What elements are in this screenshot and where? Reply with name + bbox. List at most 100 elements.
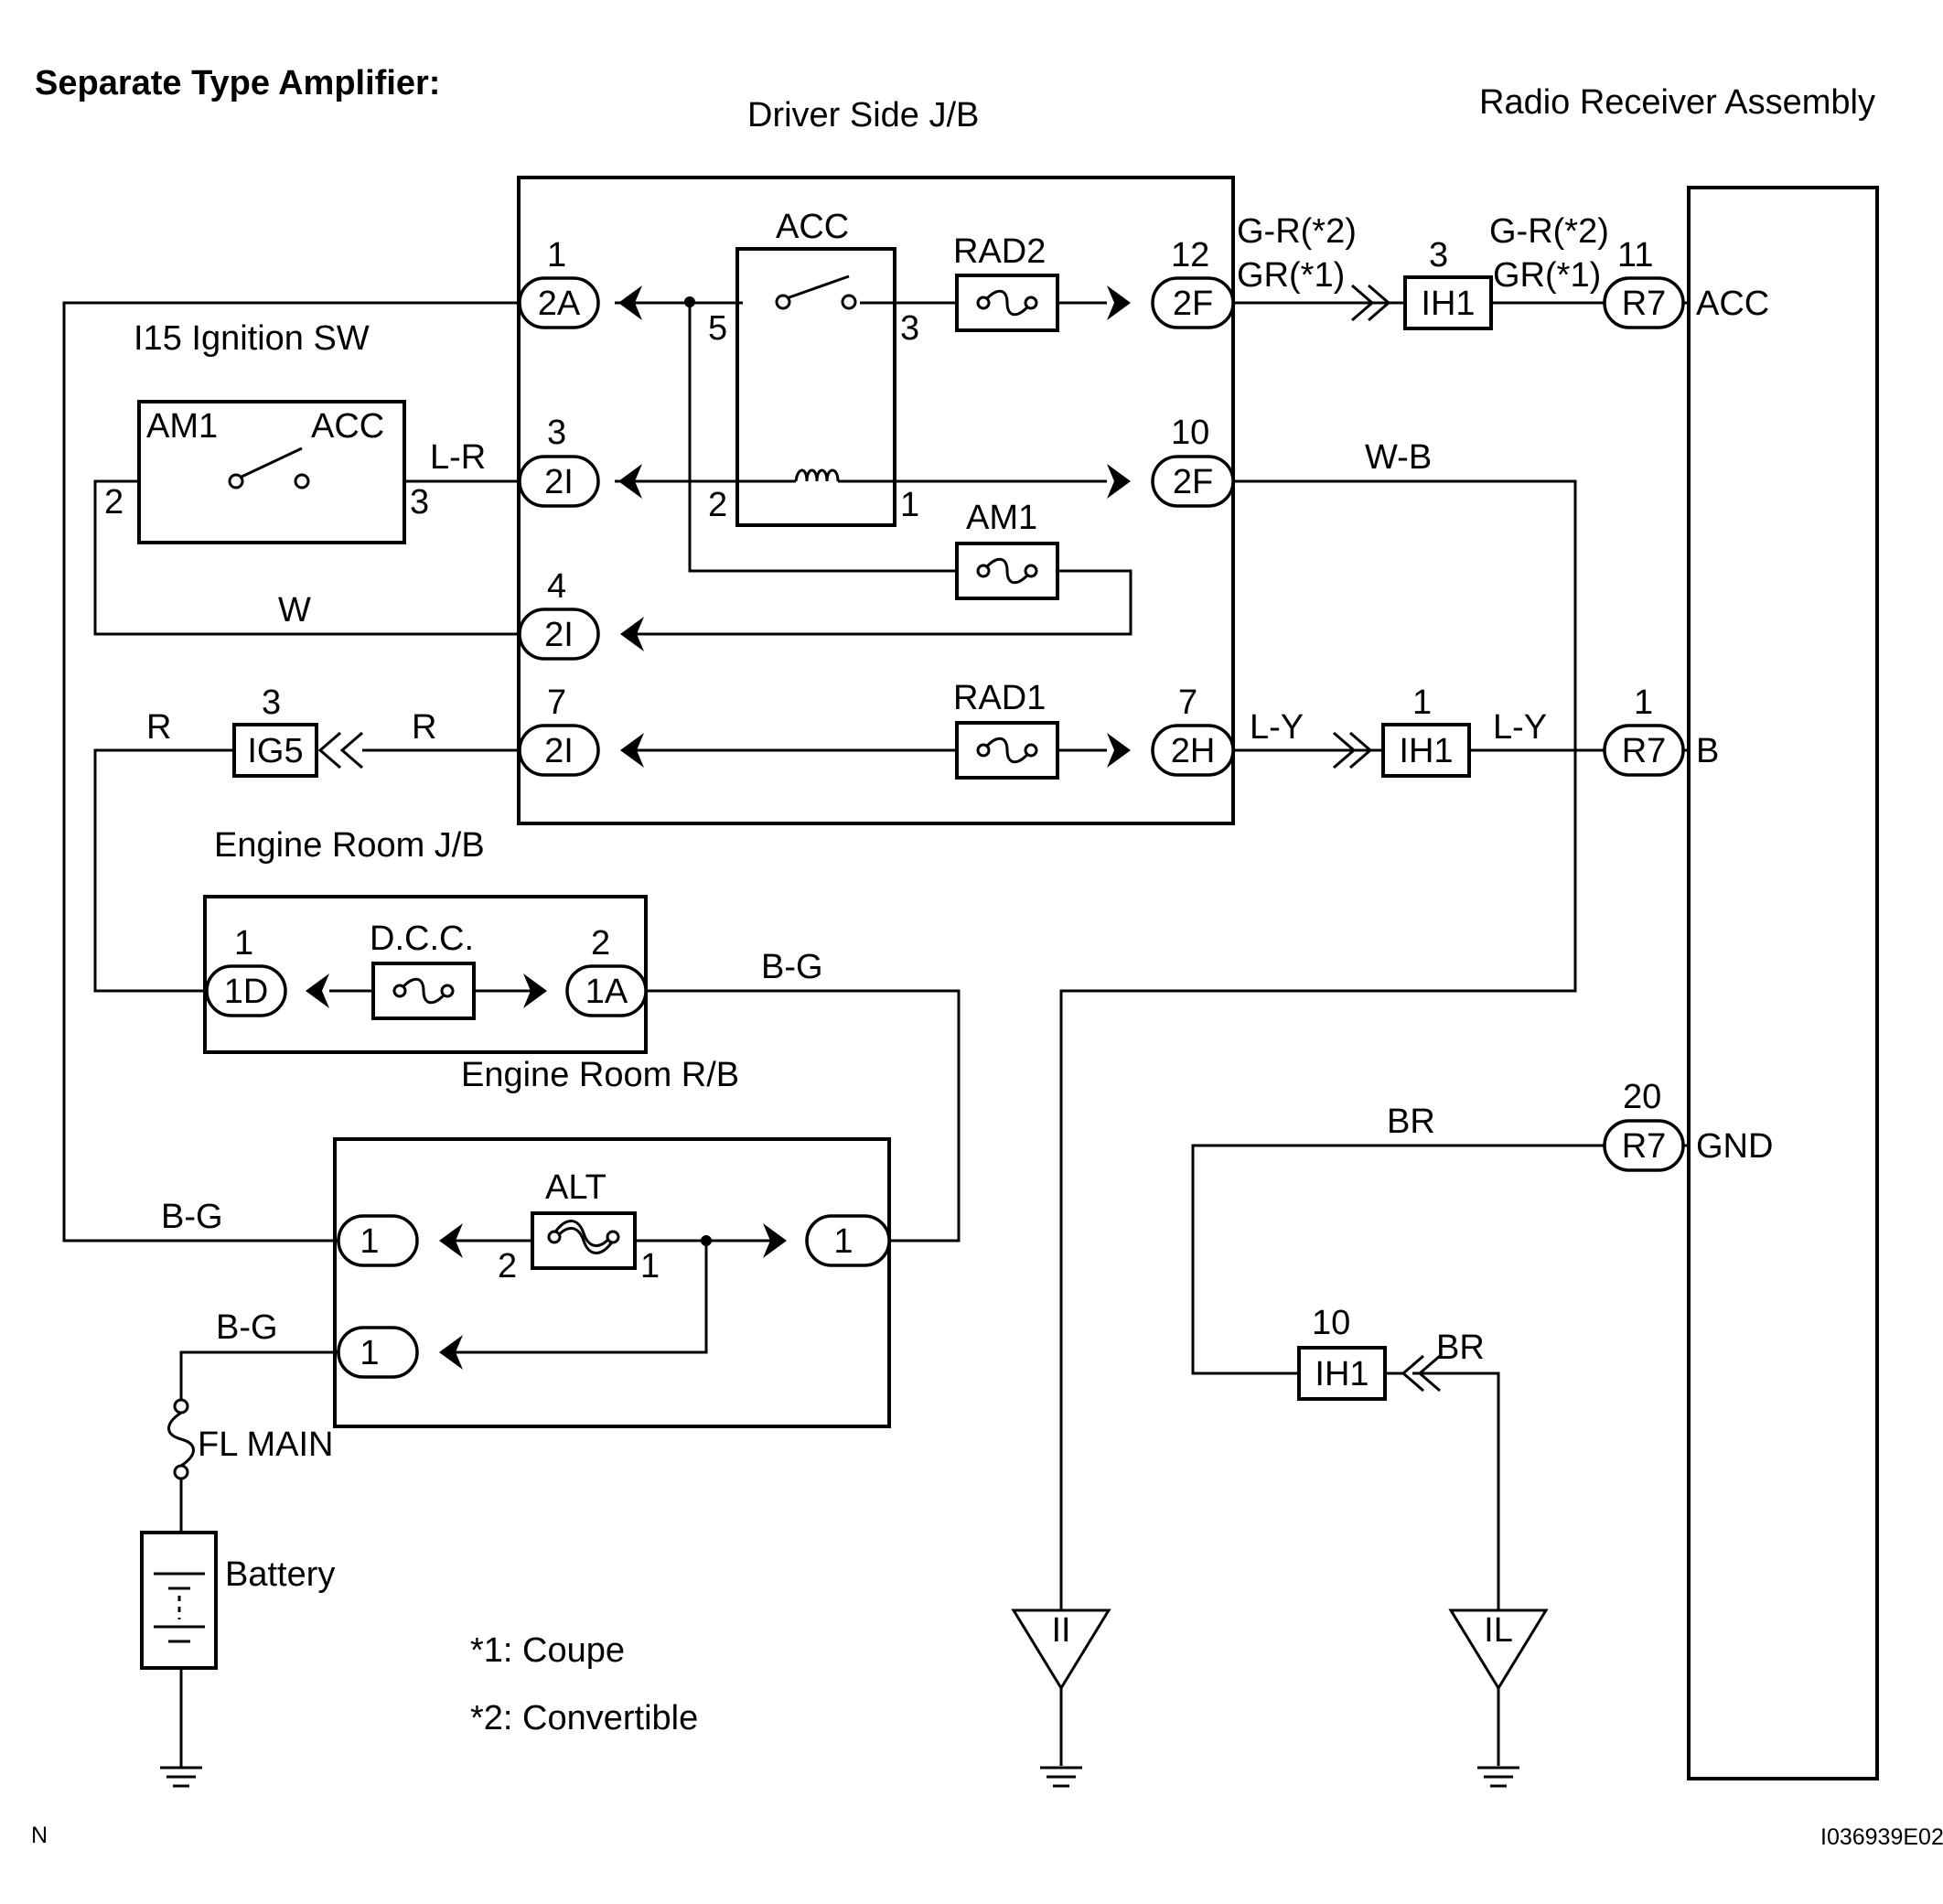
wire-label-ly-right: L-Y bbox=[1493, 708, 1547, 747]
connector-arrow bbox=[763, 1223, 787, 1258]
am1-fuse-label: AM1 bbox=[966, 499, 1037, 537]
ign-am1-label: AM1 bbox=[146, 407, 218, 446]
wire-br-top bbox=[1191, 1144, 1605, 1375]
fl-main-label: FL MAIN bbox=[198, 1425, 334, 1464]
fl-main-icon bbox=[167, 1411, 195, 1468]
connector-2i-7-label: 2I bbox=[544, 732, 574, 770]
relay-pin-2: 2 bbox=[708, 486, 727, 524]
connector-2a bbox=[518, 276, 600, 329]
wire-bg-right bbox=[646, 989, 961, 1242]
ign-switch-blade bbox=[239, 446, 303, 479]
rad2-fuse-box bbox=[955, 274, 1059, 332]
pin-2f-10: 10 bbox=[1171, 414, 1209, 452]
connector-rb-left-bottom-label: 1 bbox=[360, 1334, 379, 1372]
ground-icon-antenna-right bbox=[1476, 1766, 1521, 1788]
wire-label-r-left: R bbox=[146, 708, 171, 747]
wire-w bbox=[93, 479, 520, 636]
connector-ih1-top-label: IH1 bbox=[1421, 285, 1475, 323]
wire-label-bg-low: B-G bbox=[216, 1308, 278, 1347]
pin-2h-7: 7 bbox=[1178, 683, 1197, 722]
relay-contact-right bbox=[841, 294, 857, 310]
relay-pin-1: 1 bbox=[900, 486, 919, 524]
radio-receiver-label: Radio Receiver Assembly bbox=[1479, 83, 1875, 122]
relay-pin-5: 5 bbox=[708, 309, 727, 348]
wire-ign-to-ab bbox=[62, 301, 520, 1242]
wire-label-w: W bbox=[278, 591, 311, 629]
am1-fuse-icon bbox=[976, 557, 1038, 585]
wire-alt-lower bbox=[448, 1241, 708, 1354]
connector-rb-left-bottom bbox=[337, 1326, 419, 1379]
connector-arrow bbox=[439, 1335, 463, 1370]
alt-pin-2: 2 bbox=[498, 1247, 517, 1285]
radio-receiver-box bbox=[1687, 186, 1879, 1780]
connector-2f-12-label: 2F bbox=[1173, 285, 1213, 323]
ign-pin-2: 2 bbox=[104, 483, 123, 522]
connector-2i-7 bbox=[518, 724, 600, 777]
engine-room-rb-box bbox=[333, 1137, 891, 1428]
connector-arrow bbox=[1107, 733, 1131, 768]
wire-label-gr1-left: GR(*1) bbox=[1237, 256, 1345, 295]
wire-label-br-bottom: BR bbox=[1436, 1328, 1485, 1367]
connector-rb-right-label: 1 bbox=[833, 1222, 853, 1261]
connector-r7-gnd bbox=[1603, 1119, 1685, 1172]
connector-open-arrow bbox=[317, 731, 363, 769]
connector-2a-label: 2A bbox=[538, 285, 581, 323]
connector-rb-left-top-label: 1 bbox=[360, 1222, 379, 1261]
wire-splice-am1 bbox=[688, 302, 957, 573]
connector-r7-b-label: R7 bbox=[1622, 732, 1667, 770]
connector-arrow bbox=[1107, 285, 1131, 320]
terminal-b: B bbox=[1696, 732, 1719, 770]
diagram-title: Separate Type Amplifier: bbox=[35, 64, 440, 102]
engine-room-jb-label: Engine Room J/B bbox=[214, 826, 485, 865]
rad1-fuse-box bbox=[955, 721, 1059, 780]
antenna-left-label: II bbox=[1051, 1611, 1070, 1650]
pin-1d-1: 1 bbox=[234, 924, 253, 963]
wire-label-bg-mid: B-G bbox=[161, 1198, 223, 1236]
pin-ih1-10: 10 bbox=[1312, 1304, 1350, 1342]
connector-arrow bbox=[306, 974, 329, 1008]
connector-r7-gnd-label: R7 bbox=[1622, 1127, 1667, 1166]
wire-label-wb: W-B bbox=[1365, 438, 1432, 477]
pin-2a-1: 1 bbox=[547, 236, 566, 274]
connector-1a bbox=[565, 964, 648, 1017]
connector-2f-12 bbox=[1151, 276, 1235, 329]
connector-arrow bbox=[618, 285, 642, 320]
alt-pin-1: 1 bbox=[640, 1247, 660, 1285]
connector-arrow bbox=[439, 1223, 463, 1258]
engine-room-jb-box bbox=[203, 895, 648, 1054]
wire-label-gr2-left: G-R(*2) bbox=[1237, 212, 1357, 251]
wire-wb bbox=[1059, 479, 1577, 1610]
battery-box bbox=[140, 1531, 218, 1670]
pin-1a-2: 2 bbox=[591, 924, 610, 963]
connector-2i-3 bbox=[518, 455, 600, 508]
dcc-fuse-box bbox=[371, 962, 476, 1020]
acc-relay-box bbox=[735, 247, 896, 527]
pin-r7-11: 11 bbox=[1617, 236, 1653, 274]
connector-rb-left-top bbox=[337, 1214, 419, 1267]
alt-fuse-icon-2 bbox=[553, 1220, 615, 1247]
rad1-fuse-icon bbox=[976, 737, 1038, 764]
relay-contact-left bbox=[775, 294, 791, 310]
alt-fuse-end-right bbox=[606, 1230, 620, 1244]
am1-fuse-box bbox=[955, 542, 1059, 600]
connector-ig5-label: IG5 bbox=[247, 732, 303, 770]
fl-main-end-top bbox=[173, 1398, 189, 1415]
driver-side-jb-box bbox=[517, 176, 1235, 825]
rad2-label: RAD2 bbox=[953, 232, 1046, 271]
connector-2h bbox=[1151, 724, 1235, 777]
terminal-acc: ACC bbox=[1696, 285, 1769, 323]
relay-switch-blade bbox=[786, 274, 850, 300]
connector-1d-label: 1D bbox=[224, 973, 269, 1011]
ign-contact-left bbox=[228, 473, 244, 489]
engine-room-rb-label: Engine Room R/B bbox=[461, 1056, 739, 1094]
antenna-left-icon bbox=[1011, 1608, 1111, 1691]
connector-2i-4-label: 2I bbox=[544, 616, 574, 654]
pin-ih1-3: 3 bbox=[1429, 236, 1448, 274]
connector-2f-10-label: 2F bbox=[1173, 463, 1213, 501]
wire-label-gr1-right: GR(*1) bbox=[1493, 256, 1601, 295]
connector-2i-4 bbox=[518, 608, 600, 661]
connector-arrow bbox=[618, 464, 642, 499]
connector-arrow bbox=[523, 974, 547, 1008]
fl-main-end-bottom bbox=[173, 1464, 189, 1480]
wire-label-bg-top: B-G bbox=[761, 948, 823, 986]
